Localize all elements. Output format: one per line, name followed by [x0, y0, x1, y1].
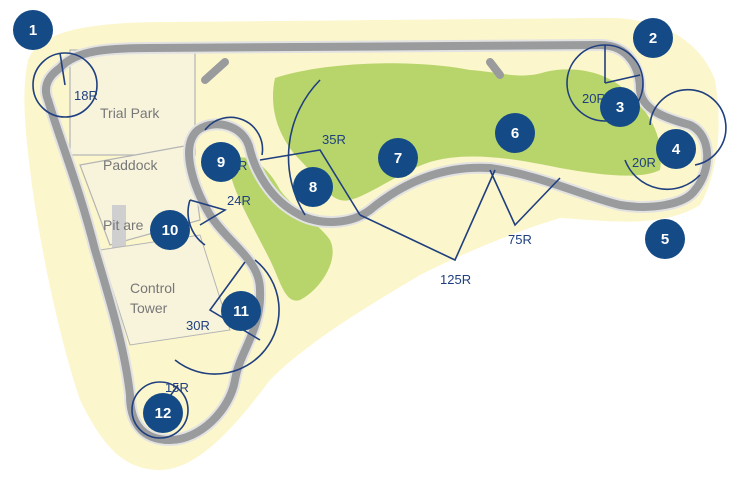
label-24r: 24R	[227, 193, 251, 208]
corner-number-11: 11	[233, 303, 249, 320]
label-pit-area: Pit are	[103, 217, 144, 233]
corner-number-10: 10	[162, 222, 179, 239]
corner-number-9: 9	[217, 154, 225, 171]
radius-circle-15r	[131, 381, 189, 439]
label-paddock: Paddock	[103, 157, 158, 173]
corner-number-8: 8	[309, 179, 317, 196]
corner-marker-8: 8	[293, 167, 333, 207]
radius-line-125r	[359, 169, 496, 262]
race-track	[39, 39, 714, 446]
trial-park-building	[69, 49, 196, 156]
corner-number-12: 12	[155, 405, 172, 422]
label-9r: R	[238, 158, 247, 173]
radius-circle-18r	[32, 52, 98, 118]
label-20r-right: 20R	[632, 155, 656, 170]
corner-number-4: 4	[672, 141, 681, 158]
corner-number-5: 5	[661, 231, 669, 248]
corner-marker-12: 12	[143, 393, 183, 433]
radius-line-75r	[489, 169, 561, 227]
label-125r: 125R	[440, 272, 471, 287]
corner-number-2: 2	[649, 30, 657, 47]
corner-number-6: 6	[511, 125, 519, 142]
corner-markers: 1 2 3 4 5 6 7 8	[13, 10, 696, 433]
corner-number-3: 3	[616, 99, 624, 116]
radius-labels: 18R 20R 20R 35R R 24R 125R 75R 30R 15R	[74, 88, 656, 395]
corner-marker-1: 1	[13, 10, 53, 50]
radius-arc-20r-right	[624, 88, 727, 191]
label-20r-top: 20R	[582, 91, 606, 106]
corner-number-1: 1	[29, 22, 37, 39]
corner-marker-4: 4	[656, 129, 696, 169]
label-trial-park: Trial Park	[100, 105, 160, 121]
label-35r: 35R	[322, 132, 346, 147]
radius-arc-24r	[187, 199, 206, 246]
label-18r: 18R	[74, 88, 98, 103]
track-surface	[41, 41, 712, 444]
label-control-tower-1: Control	[130, 280, 175, 296]
service-road-top	[201, 58, 504, 84]
grass-area-main	[272, 63, 661, 201]
radius-arc-9r	[204, 116, 264, 156]
corner-marker-7: 7	[378, 138, 418, 178]
corner-marker-6: 6	[495, 113, 535, 153]
label-15r: 15R	[165, 380, 189, 395]
label-75r: 75R	[508, 232, 532, 247]
corner-marker-10: 10	[150, 210, 190, 250]
corner-marker-3: 3	[600, 87, 640, 127]
area-labels: Trial Park Paddock Pit are Control Tower	[100, 105, 175, 316]
grass-area-infield	[232, 157, 333, 301]
corner-marker-2: 2	[633, 18, 673, 58]
corner-marker-11: 11	[221, 291, 261, 331]
corner-marker-9: 9	[201, 142, 241, 182]
label-30r: 30R	[186, 318, 210, 333]
corner-number-7: 7	[394, 150, 402, 167]
corner-marker-5: 5	[645, 219, 685, 259]
radius-arc-30r	[174, 259, 280, 375]
label-control-tower-2: Tower	[130, 300, 168, 316]
